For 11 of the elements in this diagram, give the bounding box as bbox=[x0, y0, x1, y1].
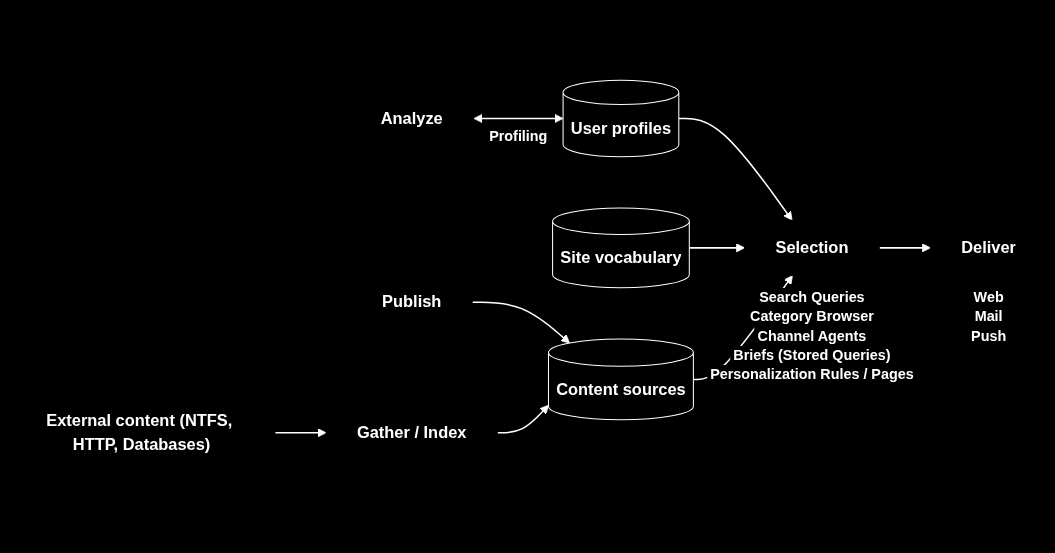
arrow bbox=[274, 428, 327, 438]
node-caption: Personalization Rules / Pages bbox=[707, 365, 917, 385]
node-text: Selection bbox=[775, 238, 849, 257]
node-caption: Category Browser bbox=[747, 307, 877, 327]
node-text: Publish bbox=[382, 293, 442, 311]
node-text: External content (NTFS, HTTP, Databases) bbox=[46, 411, 233, 454]
node-text: Deliver bbox=[961, 238, 1017, 257]
arrow bbox=[473, 113, 564, 123]
node-text: Gather / Index bbox=[356, 423, 467, 441]
node-text: Analyze bbox=[380, 109, 443, 127]
arrow bbox=[678, 117, 793, 221]
